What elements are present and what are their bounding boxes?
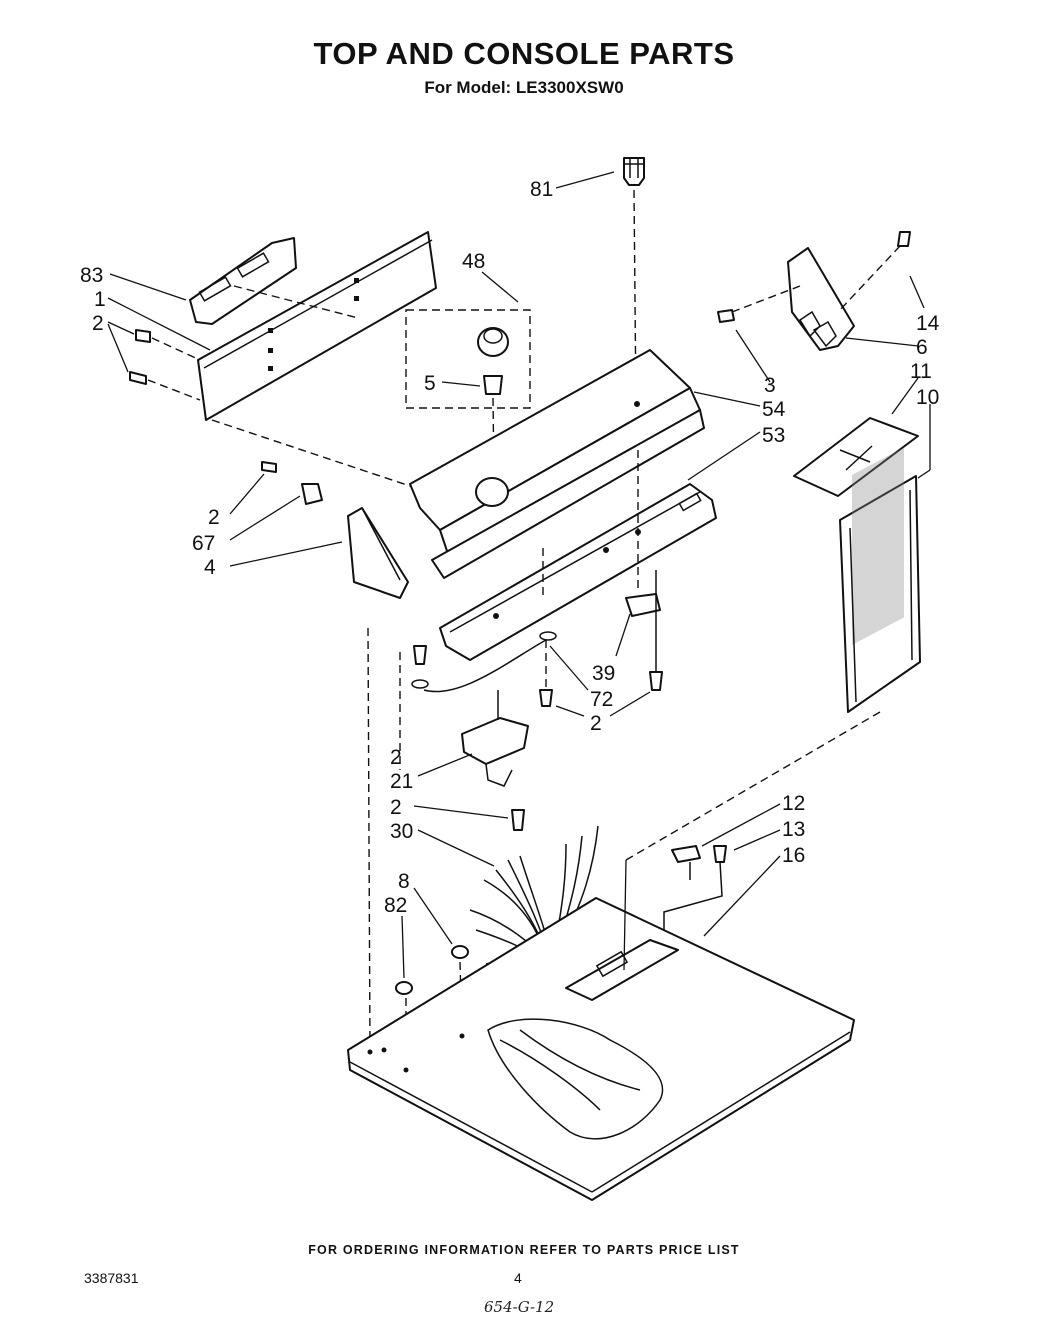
callout-leaders [107,171,931,979]
callout-30: 30 [390,820,413,843]
callout-8: 8 [398,870,410,893]
console-top-part-54 [409,349,705,579]
bracket-part-83 [189,237,297,325]
callout-21: 21 [390,770,413,793]
rear-panel-part-1 [197,231,437,487]
grommet-part-8 [367,627,469,1060]
door-switch-part-12 [663,845,727,940]
callout-1: 1 [94,288,106,311]
dryer-top-panel [347,897,855,1201]
callout-2-lower: 2 [390,796,402,819]
callout-53: 53 [762,424,785,447]
document-number: 3387831 [84,1270,139,1286]
callout-3: 3 [764,374,776,397]
console-end-part-4 [261,461,409,599]
callout-67: 67 [192,532,215,555]
callout-6: 6 [916,336,928,359]
callout-39: 39 [592,662,615,685]
screws-part-2-upper [129,329,201,401]
callout-4: 4 [204,556,216,579]
knob-assembly-part-48 [405,309,531,481]
handwritten-note: 654-G-12 [484,1298,555,1316]
callout-14: 14 [916,312,940,335]
callout-13: 13 [782,818,805,841]
callout-2-switch: 2 [390,746,402,769]
ordering-info-note: FOR ORDERING INFORMATION REFER TO PARTS … [308,1243,740,1257]
callout-10: 10 [916,386,939,409]
callout-72: 72 [590,688,613,711]
callout-54: 54 [762,398,786,421]
callout-48: 48 [462,250,485,273]
callout-82: 82 [384,894,407,917]
control-bracket-part-53 [439,450,717,661]
callout-11: 11 [910,360,932,383]
wire-clips-part-72 [411,631,557,707]
page-title: TOP AND CONSOLE PARTS [313,36,735,71]
model-subtitle: For Model: LE3300XSW0 [424,78,624,97]
switch-part-21 [461,690,529,831]
callout-16: 16 [782,844,805,867]
terminal-block-part-6 [717,231,911,351]
callout-83: 83 [80,264,103,287]
page-number: 4 [514,1270,522,1286]
callout-5: 5 [424,372,436,395]
callout-2-mid: 2 [590,712,602,735]
callout-81: 81 [530,178,553,201]
callout-2-left: 2 [208,506,220,529]
lint-filter-part-10 [793,417,921,713]
callout-labels: 81 83 1 2 48 5 14 6 3 54 53 11 10 2 67 4… [80,178,940,917]
bracket-part-39 [625,570,663,691]
callout-2-upper: 2 [92,312,104,335]
callout-12: 12 [782,792,805,815]
